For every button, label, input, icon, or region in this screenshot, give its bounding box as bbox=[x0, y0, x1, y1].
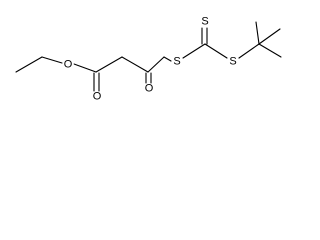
bond-cs-s bbox=[204, 43, 228, 59]
bond-o-c-ester bbox=[73, 63, 97, 73]
bond-c1-c2 bbox=[95, 56, 123, 73]
bond-ch3-ch2 bbox=[15, 56, 43, 73]
atom-sulfur-thione: S bbox=[200, 15, 210, 28]
atom-oxygen-ester: O bbox=[62, 58, 74, 71]
bond-cq-me2 bbox=[255, 21, 260, 45]
molecule-structure: O O O S S S bbox=[0, 0, 296, 117]
bond-s-cs bbox=[182, 43, 206, 59]
bond-c3-c4 bbox=[147, 56, 165, 73]
atom-oxygen-ketone: O bbox=[143, 82, 155, 95]
bond-cq-me1 bbox=[258, 43, 282, 58]
bond-s-cq bbox=[238, 43, 260, 59]
bond-c2-c3 bbox=[121, 56, 149, 73]
bond-ch2-o bbox=[41, 56, 63, 64]
atom-sulfur-thioether: S bbox=[172, 55, 182, 68]
bond-skeleton bbox=[15, 21, 282, 92]
bond-c4-s bbox=[163, 56, 172, 62]
atom-oxygen-carbonyl: O bbox=[91, 90, 103, 103]
bond-cq-me3 bbox=[258, 28, 281, 45]
atom-sulfur-tbutyl: S bbox=[228, 55, 238, 68]
